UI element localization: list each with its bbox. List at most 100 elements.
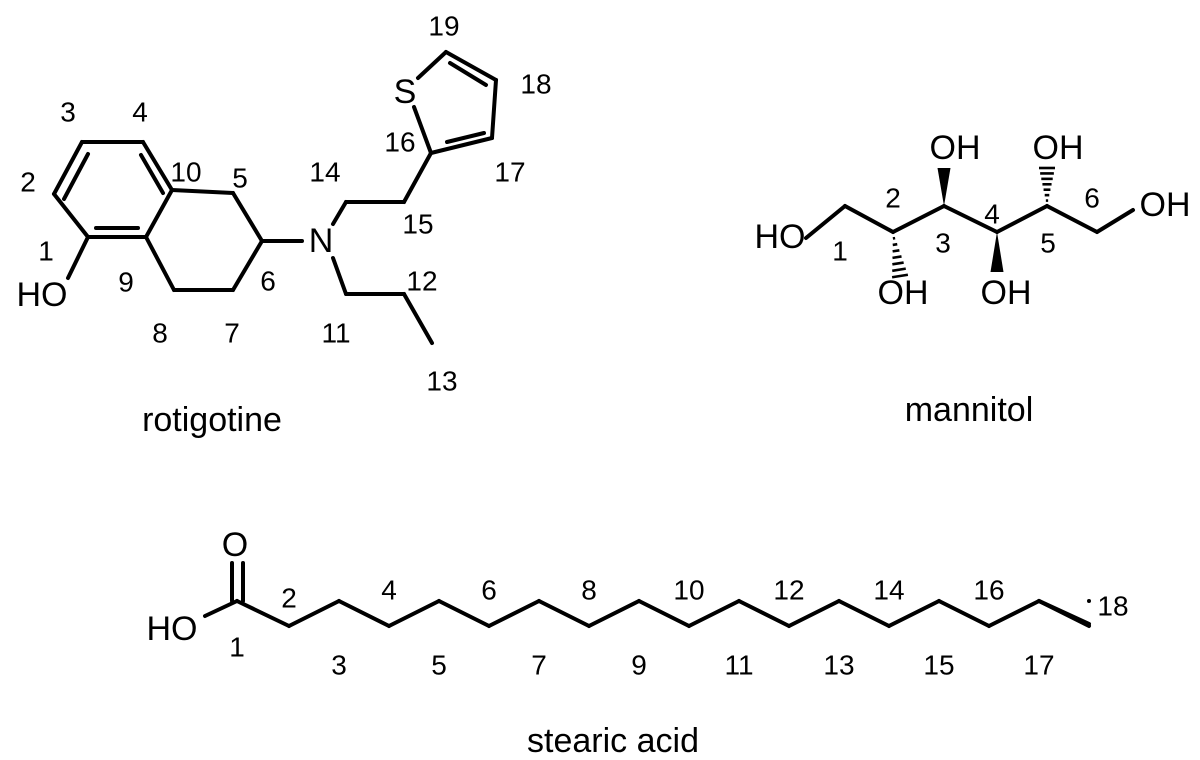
atom-number-label: 2 — [885, 183, 901, 214]
atom-number-label: 16 — [384, 127, 415, 158]
bond — [437, 599, 491, 628]
bond — [837, 599, 891, 628]
atom-number-label: 18 — [520, 69, 551, 100]
atom-number-label: 8 — [152, 318, 168, 349]
bond — [429, 136, 494, 155]
bond — [787, 599, 841, 628]
bond — [1037, 599, 1091, 626]
atom-number-label: 13 — [426, 366, 457, 397]
bond — [402, 292, 434, 345]
hashed-bond — [1039, 166, 1055, 202]
atom-number-label: 17 — [1023, 650, 1054, 681]
atom-number-label: 2 — [20, 167, 36, 198]
bond — [231, 191, 264, 243]
atom-number-label: 4 — [381, 575, 397, 606]
double-bond-inner — [445, 131, 486, 144]
atom-number-label: 1 — [832, 236, 848, 267]
bond — [331, 256, 348, 296]
molecule-name-rotigotine: rotigotine — [142, 401, 282, 439]
nitrogen-atom-label: N — [309, 222, 334, 260]
sulfur-atom-label: S — [394, 73, 417, 111]
double-bond-inner — [448, 61, 488, 87]
bond-layer — [52, 50, 1135, 628]
bond — [1095, 208, 1135, 234]
atom-number-label: 9 — [118, 267, 134, 298]
bond — [987, 599, 1041, 628]
bond — [412, 105, 433, 155]
bond — [537, 599, 591, 628]
bond — [444, 50, 498, 82]
bond — [170, 188, 235, 195]
atom-number-label: 5 — [232, 163, 248, 194]
atom-number-label: 3 — [60, 97, 76, 128]
carbonyl-oxygen-label: O — [222, 526, 248, 564]
bond-to-hydroxyl — [203, 599, 239, 618]
hydroxyl-label: HO — [755, 218, 806, 256]
bond — [737, 599, 791, 628]
atom-number-label: 3 — [935, 228, 951, 259]
atom-number-label: 11 — [724, 650, 753, 681]
hydroxyl-label: OH — [930, 129, 981, 167]
bond — [52, 192, 90, 239]
bond — [490, 78, 498, 140]
atom-number-label: 9 — [631, 650, 647, 681]
bond — [937, 599, 991, 628]
bond — [891, 204, 946, 234]
bond — [331, 200, 348, 226]
atom-number-label: 1 — [229, 632, 245, 663]
molecule-name-stearic-acid: stearic acid — [527, 722, 699, 760]
atom-number-label: 17 — [494, 157, 525, 188]
atom-number-label: 7 — [531, 650, 547, 681]
atom-number-label: 7 — [224, 318, 240, 349]
bond — [1045, 204, 1099, 234]
hydroxyl-label: HO — [17, 276, 68, 314]
bond — [144, 235, 176, 292]
bond — [416, 50, 448, 80]
bond — [942, 204, 999, 234]
bond — [804, 204, 847, 240]
bond — [337, 599, 391, 628]
atom-number-label: 11 — [321, 318, 350, 349]
atom-number-label: 19 — [428, 11, 459, 42]
wedge-bond — [937, 168, 951, 206]
molecule-name-mannitol: mannitol — [905, 391, 1034, 429]
hydroxyl-label: OH — [1140, 186, 1191, 224]
double-bond-inner — [62, 152, 90, 201]
atom-number-label: 5 — [1040, 228, 1056, 259]
bond — [687, 599, 741, 628]
atom-number-label: 12 — [406, 266, 437, 297]
bond-to-hydroxyl — [66, 235, 90, 280]
atom-number-label: 16 — [973, 575, 1004, 606]
atom-number-label: 13 — [823, 650, 854, 681]
atom-number-label: 18 — [1097, 591, 1128, 622]
atom-number-label: 14 — [309, 157, 340, 188]
bond — [141, 140, 174, 192]
atom-number-label: 10 — [170, 157, 201, 188]
bond — [587, 599, 641, 628]
atom-number-label: 4 — [132, 97, 148, 128]
bond — [287, 599, 341, 628]
atom-number-label: 3 — [331, 650, 347, 681]
bond — [52, 140, 84, 196]
atom-number-label: 6 — [260, 266, 276, 297]
atom-number-label: 6 — [1084, 183, 1100, 214]
atom-number-label: 1 — [38, 236, 54, 267]
hydroxyl-label: OH — [878, 274, 929, 312]
bond — [887, 599, 941, 628]
hydroxyl-label: OH — [1033, 129, 1084, 167]
atom-number-label: 14 — [873, 575, 904, 606]
hashed-bond — [891, 236, 909, 279]
atom-number-label: 2 — [281, 583, 297, 614]
bond — [387, 599, 441, 628]
bond — [637, 599, 691, 628]
bond — [231, 239, 264, 292]
bond — [995, 204, 1049, 234]
bond — [487, 599, 541, 628]
atom-number-label: 12 — [773, 575, 804, 606]
double-bond-inner — [139, 153, 165, 195]
bond — [843, 204, 895, 234]
atom-number-label: 6 — [481, 575, 497, 606]
atom-number-label: 15 — [923, 650, 954, 681]
